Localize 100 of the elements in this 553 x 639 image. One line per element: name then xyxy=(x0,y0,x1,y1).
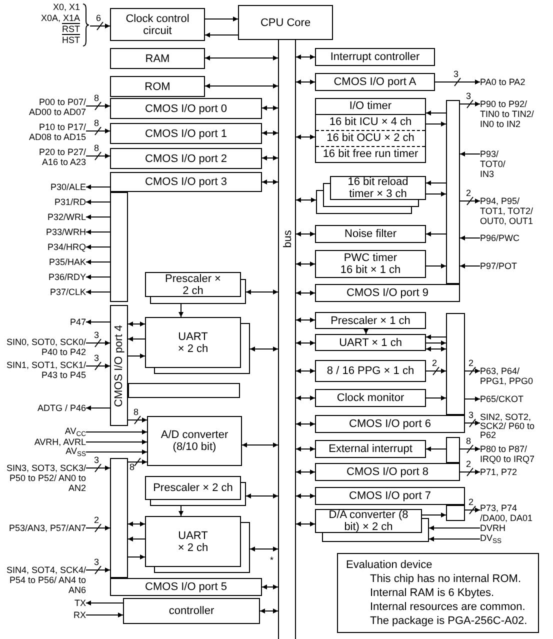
arrow xyxy=(262,180,278,184)
arrow xyxy=(128,458,148,466)
port-block xyxy=(110,98,262,119)
arrow xyxy=(426,180,446,186)
block-label: Prescaler × 1 ch xyxy=(330,314,410,326)
bus-width-label: 2 xyxy=(94,516,100,525)
block-label: Interrupt controller xyxy=(330,51,420,63)
block-label: RAM xyxy=(145,52,170,64)
module-block xyxy=(145,317,250,374)
module-block xyxy=(315,334,426,351)
note-text: Internal resources are common. xyxy=(369,600,526,614)
pin-label: RX xyxy=(46,610,86,620)
note-text: The package is PGA-256C-A02. xyxy=(369,614,528,628)
arrow xyxy=(86,450,148,454)
pin-label: P36/RDY xyxy=(30,272,86,282)
arrow xyxy=(86,430,148,434)
block-label: Clock control circuit xyxy=(124,12,190,36)
block-label: UART × 2 ch xyxy=(176,530,210,554)
port-block xyxy=(315,463,460,481)
bus-width-label: 3 xyxy=(468,411,474,420)
arrow xyxy=(128,336,146,342)
block-label: 16 bit free run timer xyxy=(316,146,425,162)
pin-text: X0, X1 xyxy=(52,2,80,13)
pin-label: ADTG / P46 xyxy=(20,403,86,413)
bus-width-label: 3 xyxy=(466,92,472,101)
arrow xyxy=(296,522,316,526)
arrow xyxy=(428,536,480,542)
block-label: UART × 1 ch xyxy=(339,336,402,348)
arrow xyxy=(460,196,480,206)
port-pin-bar xyxy=(446,505,465,521)
block-label: D/A converter (8 bit) × 2 ch xyxy=(328,509,410,533)
pin-label: AV$_{SS}$ xyxy=(40,446,86,457)
arrow xyxy=(422,512,446,518)
arrow xyxy=(262,156,278,160)
arrow xyxy=(426,446,446,452)
arrow xyxy=(364,328,368,334)
pin-label: P00 to P07/ AD00 to AD07 xyxy=(24,97,86,119)
port-pin-bar xyxy=(446,437,460,463)
block-label: 16 bit OCU × 2 ch xyxy=(316,130,425,146)
block-label: Clock monitor xyxy=(336,392,404,404)
pin-label: P73, P74 /DA00, DA01 xyxy=(480,503,540,523)
arrow xyxy=(260,608,278,614)
module-block xyxy=(315,225,426,243)
pin-label: P32/WRL xyxy=(30,212,86,222)
arrow xyxy=(86,260,110,264)
arrow xyxy=(178,304,184,318)
bus-width-label: 8 xyxy=(130,463,135,472)
arrow xyxy=(296,232,316,236)
block-label: 8 / 16 PPG × 1 ch xyxy=(326,365,414,377)
module-block xyxy=(315,312,426,329)
module-block xyxy=(315,250,426,278)
arrow xyxy=(464,396,480,402)
arrow xyxy=(86,214,110,220)
arrow xyxy=(246,290,278,294)
pin-label: PA0 to PA2 xyxy=(480,77,550,87)
arrow xyxy=(296,290,316,296)
block-label: CMOS I/O port 6 xyxy=(349,418,431,430)
arrow xyxy=(460,264,480,268)
arrow xyxy=(296,470,316,474)
note-text: Evaluation device xyxy=(346,558,434,572)
block-label: CMOS I/O port A xyxy=(334,76,416,88)
port-pin-bar xyxy=(446,313,465,415)
arrow xyxy=(128,522,146,526)
pin-label: P97/POT xyxy=(480,261,550,271)
pin-label: P93/ TOT0/ IN3 xyxy=(480,149,514,179)
arrow xyxy=(86,244,110,250)
arrow xyxy=(426,334,446,340)
block-label: I/O timer xyxy=(348,99,393,114)
pin-label: TX xyxy=(46,598,86,608)
block-label: CMOS I/O port 1 xyxy=(145,128,227,140)
arrow xyxy=(296,318,316,322)
arrow xyxy=(426,340,446,346)
port-pin-bar xyxy=(110,458,128,578)
pin-text: X0A, X1A xyxy=(40,13,80,24)
port-pin-bar xyxy=(128,383,240,398)
block-label: CMOS I/O port 2 xyxy=(145,152,227,164)
pin-label: P96/PWC xyxy=(480,233,550,243)
bus-width-label: 2 xyxy=(466,189,472,198)
arrow xyxy=(296,198,316,202)
arrow xyxy=(128,354,146,358)
arrow xyxy=(460,468,480,476)
arrow xyxy=(204,32,238,38)
bus-width-label: 2 xyxy=(468,498,474,507)
block-label: 16 bit reload timer × 3 ch xyxy=(346,176,410,200)
arrow xyxy=(204,56,278,60)
bus-width-label: 8 xyxy=(94,94,100,103)
arrow xyxy=(86,184,110,190)
block-label: 16 bit ICU × 4 ch xyxy=(316,114,425,130)
pin-label: P94, P95/ TOT1, TOT2/ OUT0, OUT1 xyxy=(480,196,542,226)
pin-label: DVRH xyxy=(480,523,530,533)
block-label: CMOS I/O port 7 xyxy=(349,490,431,502)
pin-text: RST xyxy=(62,24,80,35)
block-label: Prescaler × 2 ch xyxy=(153,482,233,494)
block-label: CMOS I/O port 8 xyxy=(346,466,428,478)
port-block xyxy=(315,284,460,302)
arrow xyxy=(86,612,124,618)
pin-label: P47 xyxy=(46,317,86,327)
port-block xyxy=(315,73,435,91)
arrow xyxy=(262,584,278,590)
arrow xyxy=(128,322,146,326)
